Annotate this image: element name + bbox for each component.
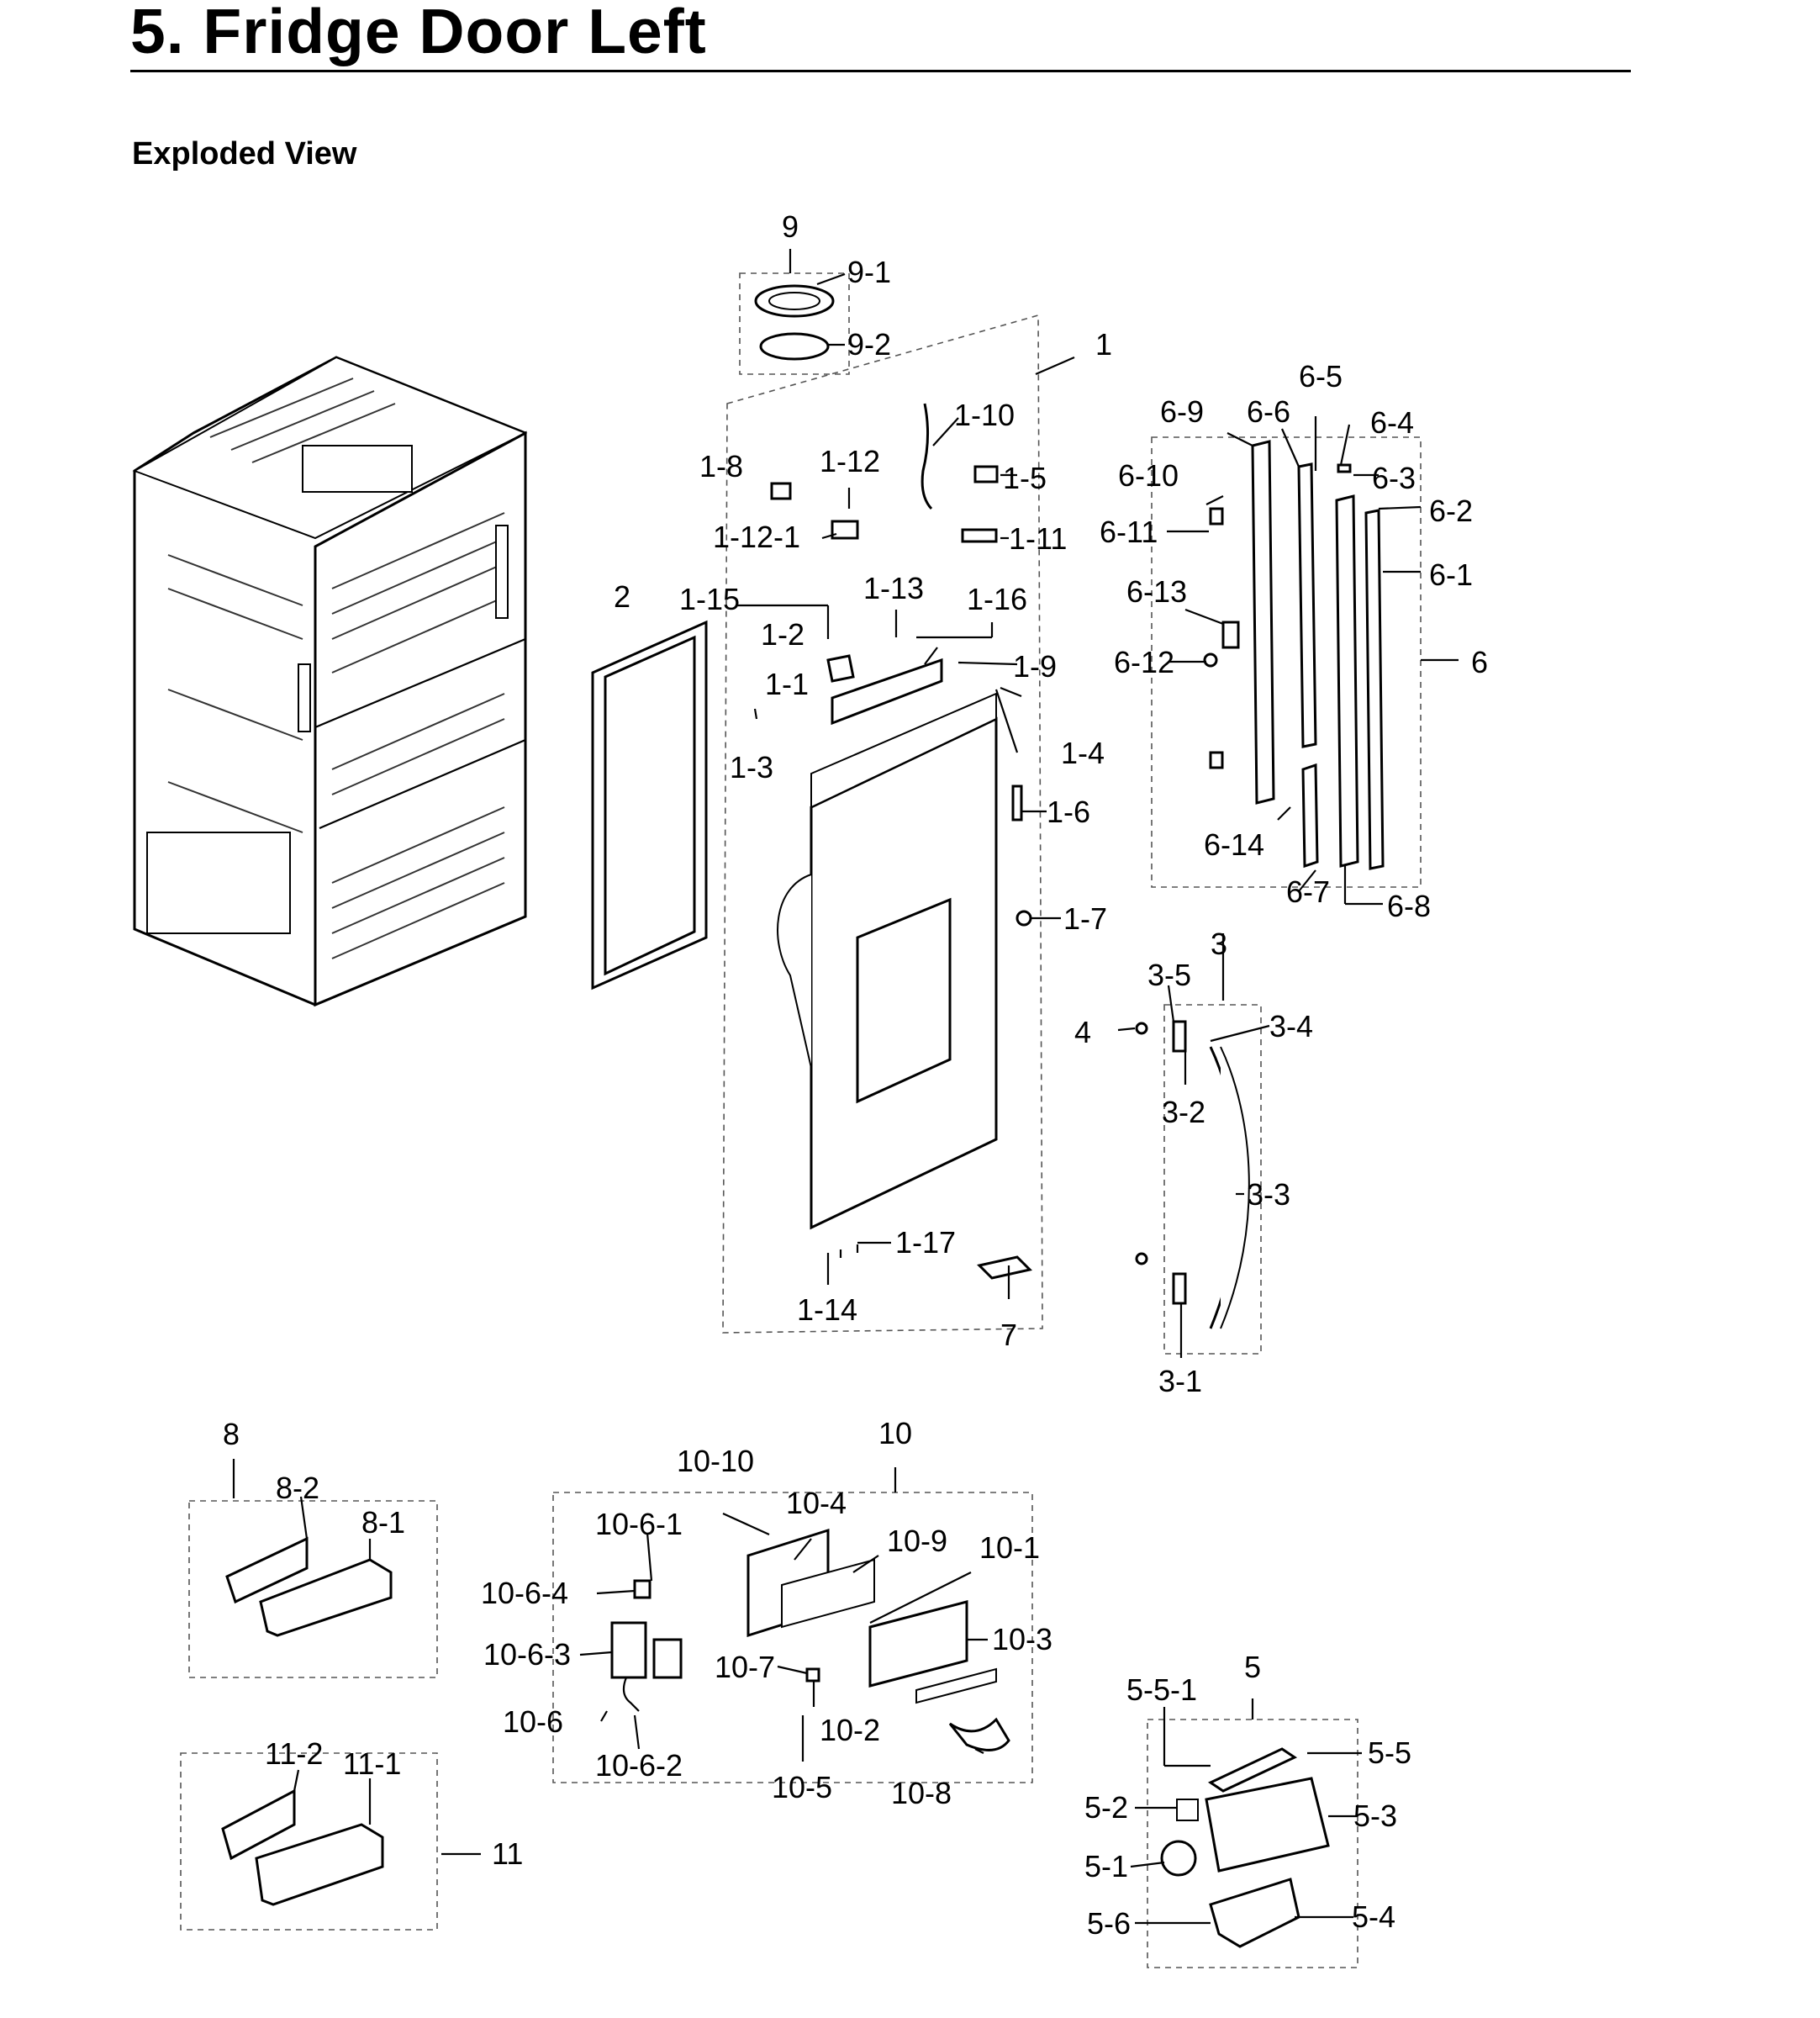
label-2: 2 (614, 579, 630, 614)
label-1-6: 1-6 (1047, 795, 1090, 829)
label-5: 5 (1244, 1650, 1261, 1684)
door-small-parts-drawing (753, 403, 1032, 1280)
label-9: 9 (782, 209, 799, 244)
label-1-2: 1-2 (761, 617, 804, 652)
part-labels: 9 9-1 9-2 1 1-10 1-8 1-12 1-5 1-12-1 1-1… (223, 209, 1488, 1941)
leader-lines (232, 249, 1459, 1925)
dispenser-drawing (552, 1492, 1033, 1783)
label-1-10: 1-10 (954, 398, 1015, 432)
label-1-7: 1-7 (1063, 901, 1107, 936)
label-9-1: 9-1 (847, 255, 891, 289)
page-title: 5. Fridge Door Left (130, 0, 707, 66)
label-5-4: 5-4 (1352, 1899, 1395, 1934)
label-7: 7 (1000, 1318, 1017, 1352)
label-5-2: 5-2 (1084, 1790, 1128, 1825)
trim-strips-drawing (1151, 436, 1422, 888)
label-3-1: 3-1 (1158, 1364, 1202, 1398)
handle-drawing (1135, 1004, 1262, 1355)
label-10-8: 10-8 (891, 1776, 952, 1810)
label-1-15: 1-15 (679, 582, 740, 616)
label-4: 4 (1074, 1015, 1091, 1049)
label-1-17: 1-17 (895, 1225, 956, 1260)
label-10-6-2: 10-6-2 (595, 1748, 683, 1783)
label-1-12-1: 1-12-1 (713, 520, 800, 554)
label-9-2: 9-2 (847, 327, 891, 362)
label-10-5: 10-5 (772, 1770, 832, 1804)
ice-maker-drawing (1147, 1719, 1358, 1968)
door-panel-drawing (722, 314, 1043, 1334)
door-gasket-drawing (591, 620, 708, 991)
section-heading: Exploded View (132, 136, 357, 172)
label-10-2: 10-2 (820, 1713, 880, 1747)
label-6-14: 6-14 (1204, 827, 1264, 862)
label-6: 6 (1471, 645, 1488, 679)
label-5-5-1: 5-5-1 (1126, 1672, 1197, 1707)
label-1-9: 1-9 (1013, 649, 1057, 684)
label-6-1: 6-1 (1429, 557, 1473, 592)
label-1-4: 1-4 (1061, 736, 1105, 770)
fridge-cabinet-drawing (132, 356, 528, 1007)
label-6-11: 6-11 (1100, 515, 1158, 549)
label-6-10: 6-10 (1118, 458, 1179, 493)
label-11-1: 11-1 (343, 1746, 401, 1781)
label-3-4: 3-4 (1269, 1009, 1313, 1043)
label-1-12: 1-12 (820, 444, 880, 478)
label-6-5: 6-5 (1299, 359, 1343, 394)
label-10-7: 10-7 (715, 1650, 775, 1684)
label-8-1: 8-1 (361, 1505, 405, 1540)
label-1-13: 1-13 (863, 571, 924, 605)
label-1-11: 1-11 (1009, 521, 1067, 556)
label-10-4: 10-4 (786, 1486, 847, 1520)
label-11-2: 11-2 (265, 1736, 323, 1771)
cap-assembly-drawing (739, 272, 850, 375)
label-3: 3 (1211, 927, 1227, 961)
label-6-8: 6-8 (1387, 889, 1431, 923)
title-underline (130, 70, 1631, 72)
label-11: 11 (492, 1836, 523, 1871)
label-1-14: 1-14 (797, 1292, 857, 1327)
label-5-1: 5-1 (1084, 1849, 1128, 1883)
label-10-10: 10-10 (677, 1444, 754, 1478)
label-6-3: 6-3 (1372, 461, 1416, 495)
label-6-13: 6-13 (1126, 574, 1187, 609)
label-1-3: 1-3 (730, 750, 773, 784)
label-1-16: 1-16 (967, 582, 1027, 616)
label-8-2: 8-2 (276, 1471, 319, 1505)
label-6-4: 6-4 (1370, 405, 1414, 440)
label-3-5: 3-5 (1147, 958, 1191, 992)
label-6-12: 6-12 (1114, 645, 1174, 679)
label-5-3: 5-3 (1353, 1799, 1397, 1833)
label-1-5: 1-5 (1003, 461, 1047, 495)
label-6-7: 6-7 (1286, 874, 1330, 909)
label-10: 10 (878, 1416, 912, 1450)
label-10-6: 10-6 (503, 1704, 563, 1739)
label-6-6: 6-6 (1247, 394, 1290, 429)
label-1-8: 1-8 (699, 449, 743, 483)
label-3-2: 3-2 (1162, 1095, 1205, 1129)
label-5-6: 5-6 (1087, 1906, 1131, 1941)
label-10-1: 10-1 (979, 1530, 1040, 1565)
label-6-2: 6-2 (1429, 494, 1473, 528)
cover-11-drawing (180, 1752, 438, 1931)
label-1-1: 1-1 (765, 667, 809, 701)
label-8: 8 (223, 1417, 240, 1451)
label-10-6-1: 10-6-1 (595, 1507, 683, 1541)
label-10-9: 10-9 (887, 1524, 947, 1558)
label-1: 1 (1095, 327, 1112, 362)
label-3-3: 3-3 (1247, 1177, 1290, 1212)
label-10-6-4: 10-6-4 (481, 1576, 568, 1610)
label-6-9: 6-9 (1160, 394, 1204, 429)
label-5-5: 5-5 (1368, 1735, 1411, 1770)
label-10-3: 10-3 (992, 1622, 1052, 1656)
label-10-6-3: 10-6-3 (483, 1637, 571, 1672)
